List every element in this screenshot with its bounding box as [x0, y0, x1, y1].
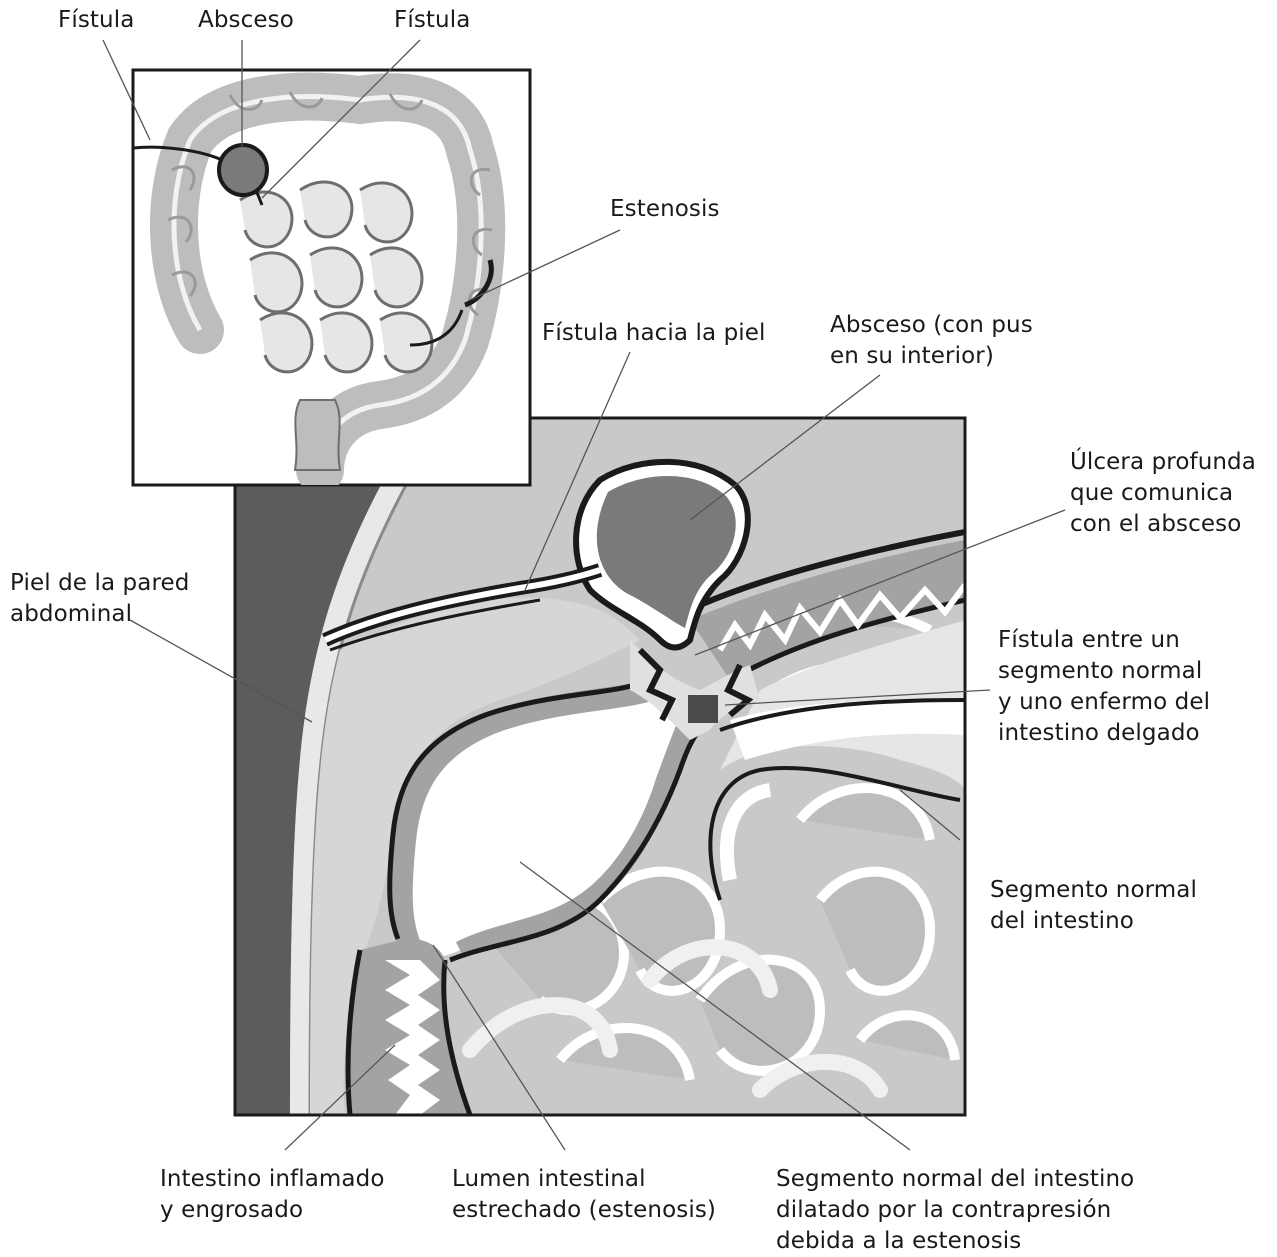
label-fistula-piel: Fístula hacia la piel: [542, 318, 766, 349]
label-absceso-top: Absceso: [198, 5, 294, 36]
label-lumen: Lumen intestinal estrechado (estenosis): [452, 1164, 716, 1226]
inset-intestine-overview: [133, 70, 530, 485]
label-fistula-top: Fístula: [394, 5, 470, 36]
label-fistula-segmentos: Fístula entre un segmento normal y uno e…: [998, 625, 1210, 749]
label-segmento-normal: Segmento normal del intestino: [990, 875, 1197, 937]
main-cross-section: [235, 418, 965, 1115]
label-intestino-inflamado: Intestino inflamado y engrosado: [160, 1164, 385, 1226]
label-ulcera: Úlcera profunda que comunica con el absc…: [1070, 447, 1256, 540]
label-absceso-pus: Absceso (con pus en su interior): [830, 310, 1033, 372]
inset-abscess: [219, 145, 267, 195]
label-fistula-left: Fístula: [58, 5, 134, 36]
label-estenosis: Estenosis: [610, 194, 720, 225]
label-segmento-dilatado: Segmento normal del intestino dilatado p…: [776, 1164, 1134, 1257]
label-piel: Piel de la pared abdominal: [10, 568, 189, 630]
